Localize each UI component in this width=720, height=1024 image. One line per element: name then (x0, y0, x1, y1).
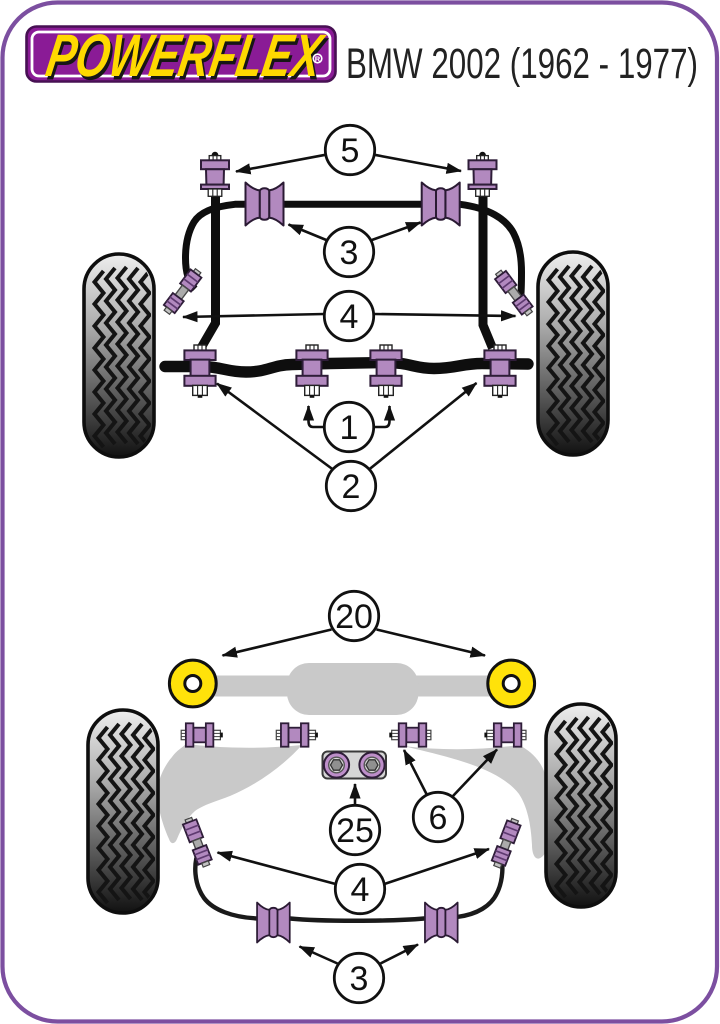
svg-text:BMW 2002 (1962 - 1977): BMW 2002 (1962 - 1977) (346, 40, 698, 88)
svg-text:POWERFLEX: POWERFLEX (42, 23, 330, 90)
svg-text:4: 4 (351, 871, 370, 909)
svg-text:POWERFLEX: POWERFLEX (44, 26, 332, 93)
svg-text:6: 6 (429, 799, 448, 837)
svg-text:3: 3 (340, 234, 359, 272)
svg-text:25: 25 (336, 812, 374, 850)
svg-text:20: 20 (335, 598, 373, 636)
svg-text:2: 2 (342, 468, 361, 506)
svg-text:R: R (315, 54, 321, 63)
svg-text:1: 1 (340, 409, 359, 447)
svg-text:3: 3 (350, 960, 369, 998)
svg-text:5: 5 (341, 132, 360, 170)
svg-text:4: 4 (340, 298, 359, 336)
